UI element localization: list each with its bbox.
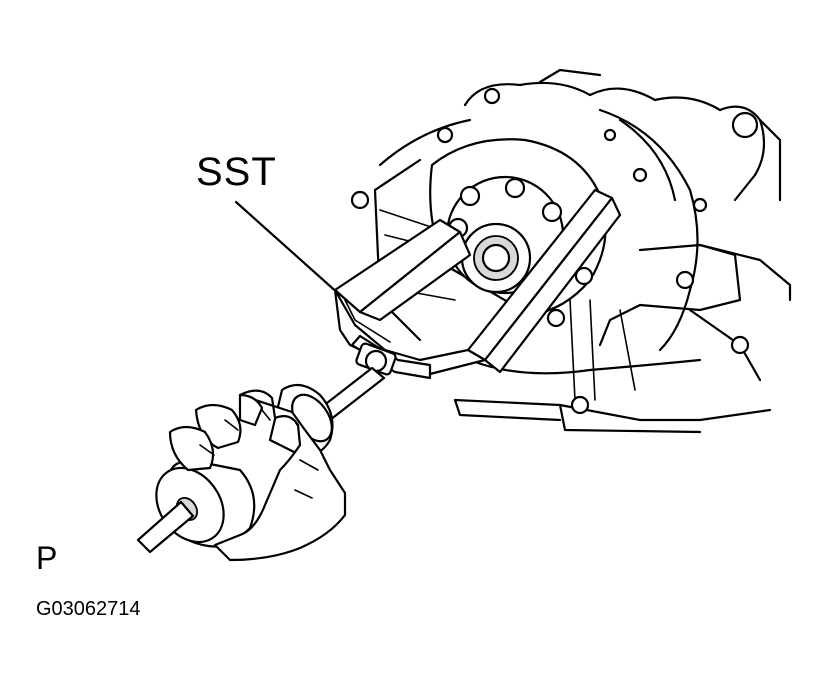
view-marker-label: P <box>36 540 58 576</box>
sst-puller-yoke <box>333 188 622 380</box>
differential-housing <box>350 68 792 434</box>
sliding-hammer <box>136 366 386 554</box>
sst-callout-label: SST <box>196 150 277 194</box>
hand <box>168 389 347 562</box>
sst-leader-line <box>234 200 342 297</box>
figure-code-label: G03062714 <box>36 598 141 620</box>
